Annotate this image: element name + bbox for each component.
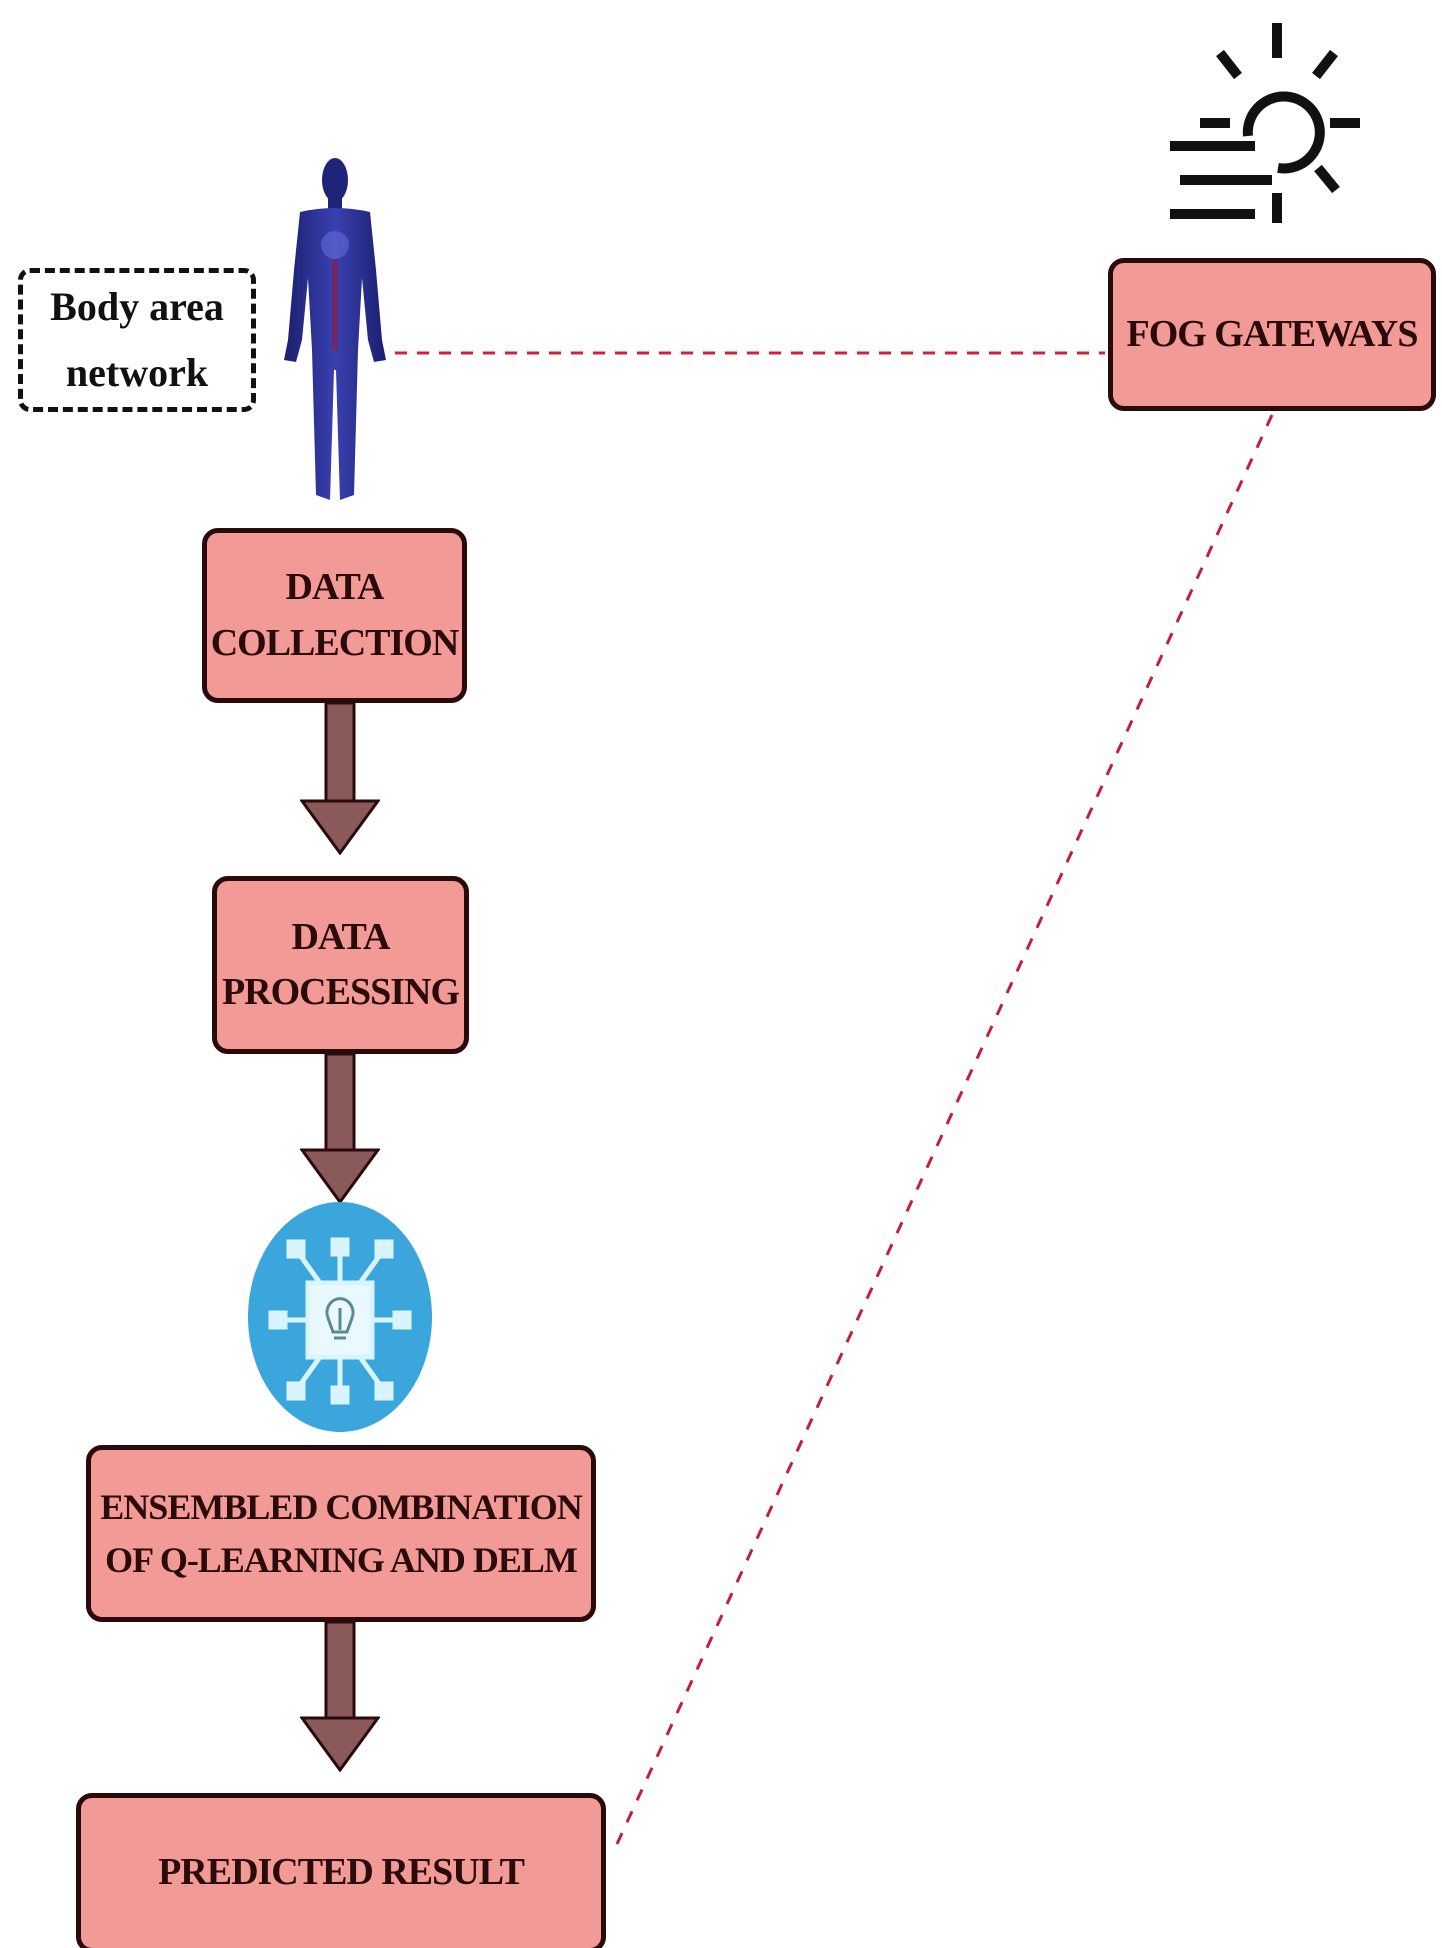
ban-line2: network [65, 350, 209, 395]
predicted-result-label: PREDICTED RESULT [158, 1851, 525, 1894]
ai-lightbulb-chip-icon [248, 1202, 432, 1432]
fog-to-result-link [610, 414, 1274, 1856]
data-collection-line2: COLLECTION [210, 621, 460, 664]
human-body-icon [284, 158, 386, 500]
predicted-result-box: PREDICTED RESULT [76, 1793, 606, 1948]
fog-sun-icon [1170, 23, 1360, 223]
arrow-down-icon [300, 1622, 380, 1772]
data-processing-line1: DATA [291, 915, 390, 958]
ensembled-model-box: ENSEMBLED COMBINATION OF Q-LEARNING AND … [86, 1445, 596, 1622]
arrow-down-icon [300, 1054, 380, 1204]
fog-gateways-label: FOG GATEWAYS [1126, 312, 1418, 355]
body-area-network-label: Body area network [18, 268, 256, 412]
ensembled-model-line1: ENSEMBLED COMBINATION [100, 1487, 582, 1528]
data-processing-line2: PROCESSING [221, 971, 460, 1013]
arrow-down-icon [300, 703, 380, 855]
data-processing-box: DATA PROCESSING [212, 876, 469, 1054]
data-collection-box: DATA COLLECTION [202, 528, 467, 703]
ban-line1: Body area [50, 284, 224, 329]
data-collection-line1: DATA [285, 566, 384, 609]
ensembled-model-line2: OF Q-LEARNING AND DELM [105, 1539, 578, 1580]
fog-gateways-box: FOG GATEWAYS [1108, 258, 1436, 411]
